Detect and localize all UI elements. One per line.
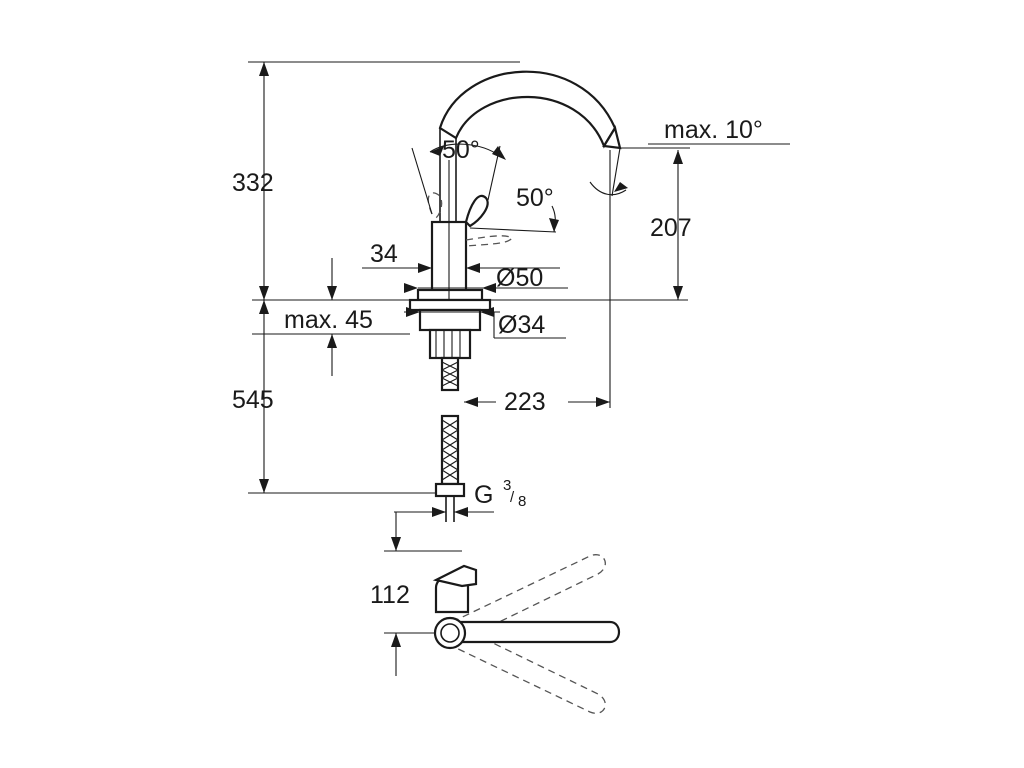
dim-545-label: 545 [232, 386, 274, 414]
dim-thread-numerator: 3 [503, 477, 511, 494]
dim-thread-label: G [474, 481, 493, 509]
lever [464, 194, 489, 228]
dim-counter-thickness: max. 45 [252, 258, 410, 376]
dim-50-side-label: 50° [516, 184, 554, 212]
dim-spout-tilt: max. 10° [589, 116, 763, 197]
dim-max45-label: max. 45 [284, 306, 373, 334]
dim-thread-denominator: 8 [518, 493, 526, 510]
base-circle-outer [433, 616, 467, 650]
dim-50-front-label: 50° [442, 136, 480, 164]
spout-tip [602, 125, 622, 150]
lever-swing-upper [451, 554, 606, 641]
dim-lever-clearance: 112 [370, 512, 462, 676]
spout-arc [438, 70, 617, 149]
lever-straight [448, 620, 621, 644]
dim-332-label: 332 [232, 169, 274, 197]
dim-spout-height: 207 [650, 150, 692, 300]
dim-hose-length: 545 [232, 300, 274, 493]
dim-112-label: 112 [370, 581, 410, 609]
dim-o34-label: Ø34 [498, 311, 545, 339]
faucet-top-view [432, 554, 621, 714]
lever-swing-lower [451, 627, 606, 714]
dim-connection-thread: G 3 / 8 [394, 477, 526, 517]
extension-lines [248, 61, 790, 494]
dim-223-label: 223 [504, 388, 546, 416]
dim-207-label: 207 [650, 214, 692, 242]
dim-hole-diameter: Ø34 [404, 307, 566, 339]
dim-lever-angle-front: 50° [411, 136, 506, 215]
hose-lower [440, 414, 460, 486]
dim-total-height: 332 [232, 62, 274, 300]
dim-lever-angle-side: 50° [469, 184, 559, 233]
dim-o50-label: Ø50 [496, 264, 543, 292]
hose-fitting [434, 482, 466, 498]
base-flange [416, 288, 484, 302]
dim-max10-label: max. 10° [664, 116, 763, 144]
dim-lever-width: 34 [362, 240, 432, 273]
dim-34-label: 34 [370, 240, 398, 268]
dim-body-diameter: Ø50 [404, 263, 568, 293]
dim-spout-reach: 223 [464, 388, 610, 416]
thread-fraction-slash: / [510, 489, 515, 506]
